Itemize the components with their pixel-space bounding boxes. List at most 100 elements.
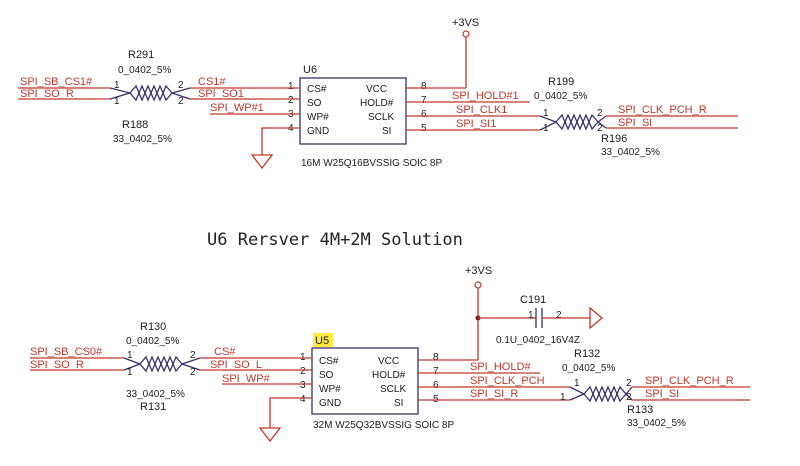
bottom-res-r131: [139, 355, 183, 373]
top-r196-pin2: 2: [597, 123, 603, 134]
top-r196-pin1: 1: [543, 123, 549, 134]
bottom-pin-sclk: SCLK: [380, 384, 406, 395]
top-net-spi-hold1: SPI_HOLD#1: [452, 90, 519, 102]
bottom-r132-pin2: 2: [626, 378, 632, 389]
top-pin-cs: CS#: [307, 84, 327, 95]
top-res-lead: [109, 87, 131, 94]
top-chip-part: 16M W25Q16BVSSIG SOIC 8P: [301, 158, 442, 169]
bottom-r130-pin1: 1: [127, 350, 133, 361]
bottom-net-spi-si: SPI_SI: [645, 388, 679, 400]
top-r291-pin1: 1: [114, 80, 120, 91]
top-gnd-wire: [261, 127, 300, 155]
bottom-net-spi-si-r: SPI_SI_R: [470, 388, 518, 400]
bottom-circuit: +3VS C191 0.1U_0402_16V4Z 1 2 U5 32M W25…: [30, 265, 750, 443]
bottom-res-lead: [569, 393, 585, 401]
bottom-r130-pin2: 2: [190, 350, 196, 361]
top-pin-wp: WP#: [307, 112, 329, 123]
top-r188-pin1: 1: [114, 96, 120, 107]
bottom-c191-pin2: 2: [556, 310, 562, 321]
bottom-r133-value: 33_0402_5%: [627, 418, 686, 429]
bottom-net-spi-clk-pch-r: SPI_CLK_PCH_R: [645, 375, 734, 387]
bottom-net-spi-clk-pch: SPI_CLK_PCH: [470, 375, 545, 387]
top-chip-ref: U6: [303, 64, 317, 76]
top-net-spi-so1: SPI_SO1: [198, 88, 244, 100]
bottom-pin-si: SI: [394, 398, 403, 409]
bottom-res-lead: [625, 393, 633, 401]
top-res-r188: [129, 84, 173, 102]
top-r291-value: 0_0402_5%: [118, 65, 171, 76]
bottom-r131-ref: R131: [140, 401, 166, 413]
bottom-ground-icon: [258, 427, 282, 443]
top-pin-sclk: SCLK: [368, 112, 394, 123]
bottom-chip-ref-highlight: [313, 333, 333, 347]
bottom-chip-part: 32M W25Q32BVSSIG SOIC 8P: [313, 420, 454, 431]
bottom-r132-pin1: 1: [574, 378, 580, 389]
top-pin-num-6: 6: [421, 109, 427, 120]
bottom-r133-ref: R133: [627, 404, 653, 416]
top-r291-pin2: 2: [178, 80, 184, 91]
bottom-cap-ground-icon: [589, 306, 604, 330]
top-r196-value: 33_0402_5%: [601, 147, 660, 158]
bottom-pin-gnd: GND: [319, 398, 341, 409]
top-net-spi-clk1: SPI_CLK1: [456, 104, 507, 116]
bottom-pin-cs: CS#: [319, 356, 339, 367]
top-pin-hold: HOLD#: [360, 98, 394, 109]
top-res-lead: [597, 121, 607, 129]
top-r188-pin2: 2: [178, 96, 184, 107]
top-net-cs1: CS1#: [198, 76, 226, 88]
bottom-pin-wp: WP#: [319, 384, 341, 395]
bottom-net-spi-hold: SPI_HOLD#: [470, 361, 531, 373]
top-pin-num-7: 7: [421, 95, 427, 106]
bottom-res-lead: [569, 386, 585, 395]
bottom-pin-num-2: 2: [300, 366, 306, 377]
bottom-chip-body: [311, 347, 419, 415]
bottom-r131-value: 33_0402_5%: [126, 389, 185, 400]
bottom-r130-value: 0_0402_5%: [126, 336, 179, 347]
bottom-net-spi-so-r: SPI_SO_R: [30, 359, 84, 371]
top-net-spi-sb-cs1: SPI_SB_CS1#: [20, 76, 93, 88]
top-ground-icon: [250, 154, 274, 170]
bottom-pin-num-3: 3: [300, 380, 306, 391]
bottom-net-spi-sb-cs0: SPI_SB_CS0#: [30, 346, 103, 358]
bottom-r131-pin1: 1: [127, 367, 133, 378]
top-res-r196: [555, 113, 599, 131]
bottom-res-lead: [123, 357, 141, 365]
top-res-lead: [539, 121, 557, 131]
bottom-res-r133: [583, 385, 627, 403]
top-r188-ref: R188: [122, 119, 148, 131]
bottom-net-spi-wp: SPI_WP#: [222, 373, 271, 385]
top-pin-gnd: GND: [307, 126, 329, 137]
top-r199-value: 0_0402_5%: [534, 91, 587, 102]
bottom-res-lead: [123, 363, 141, 371]
top-chip-body: [299, 77, 407, 145]
bottom-c191-value: 0.1U_0402_16V4Z: [496, 335, 580, 346]
top-net-spi-wp1: SPI_WP#1: [210, 102, 264, 114]
top-pin-si: SI: [382, 126, 391, 137]
bottom-r132-value: 0_0402_5%: [562, 363, 615, 374]
top-pin-num-8: 8: [421, 81, 427, 92]
top-res-lead: [109, 92, 131, 100]
bottom-pin-num-6: 6: [433, 380, 439, 391]
top-pin-num-2: 2: [288, 95, 294, 106]
top-circuit: +3VS U6 16M W25Q16BVSSIG SOIC 8P CS# SO …: [18, 17, 738, 170]
bottom-c191-pin1: 1: [528, 310, 534, 321]
bottom-chip-ref: U5: [315, 335, 329, 347]
top-res-lead: [171, 92, 191, 100]
middle-title: U6 Rersver 4M+2M Solution: [207, 230, 463, 250]
top-net-spi-si: SPI_SI: [618, 117, 652, 129]
top-pin-num-1: 1: [288, 81, 294, 92]
top-net-spi-so-r: SPI_SO_R: [20, 88, 74, 100]
bottom-r133-pin2: 2: [626, 392, 632, 403]
bottom-r130-ref: R130: [140, 321, 166, 333]
top-net-spi-clk-pch-r: SPI_CLK_PCH_R: [618, 104, 707, 116]
bottom-pin-vcc: VCC: [378, 356, 399, 367]
bottom-r133-pin1: 1: [560, 392, 566, 403]
top-power-label: +3VS: [452, 17, 479, 29]
bottom-gnd-wire: [269, 397, 312, 428]
bottom-pin-num-8: 8: [433, 352, 439, 363]
bottom-net-cs: CS#: [214, 346, 236, 358]
bottom-r132-ref: R132: [574, 348, 600, 360]
top-res-lead: [597, 115, 607, 123]
bottom-pin-so: SO: [319, 370, 334, 381]
